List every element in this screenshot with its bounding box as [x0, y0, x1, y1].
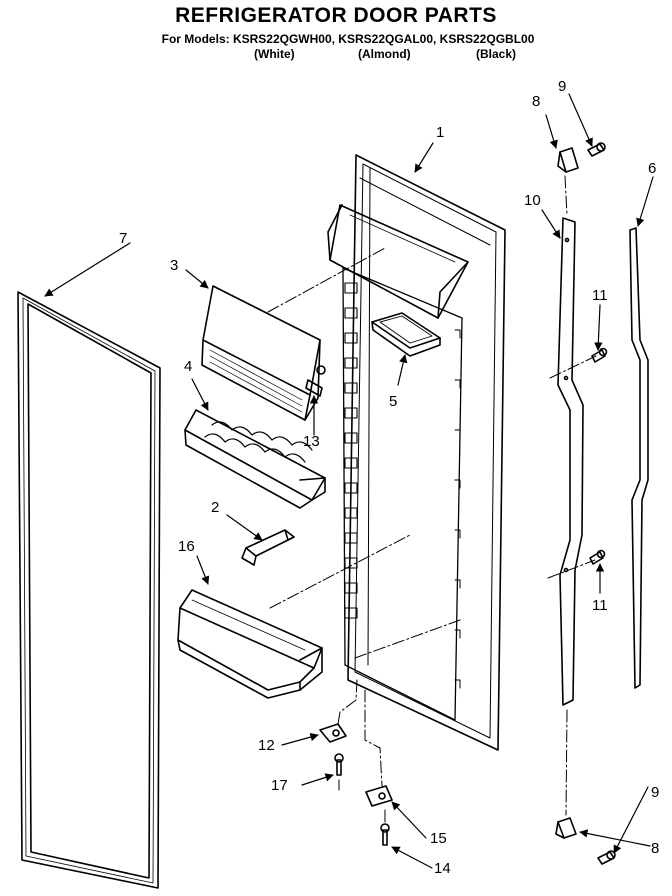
handle-trim-part: [629, 227, 649, 689]
callout-8-bottom: 8: [651, 840, 660, 857]
callout-8-top: 8: [532, 93, 541, 110]
egg-tray-part: [184, 409, 326, 509]
bottom-hinge-bracket-part: [555, 817, 577, 839]
color-white: (White): [254, 47, 295, 61]
callout-3: 3: [170, 257, 179, 274]
bracket-screw-part: [334, 753, 344, 776]
lower-bar-screw-part: [589, 549, 606, 565]
module-clip-part: [305, 379, 323, 397]
door-gasket-part: [17, 291, 161, 889]
callout-9-top: 9: [558, 78, 567, 95]
models-line: For Models: KSRS22QGWH00, KSRS22QGAL00, …: [161, 32, 535, 46]
callout-2: 2: [211, 499, 220, 516]
door-liner-part: [327, 154, 506, 751]
bottom-door-bracket-part: [319, 723, 347, 743]
callout-13: 13: [303, 433, 320, 450]
top-hinge-bracket-part: [557, 147, 579, 173]
callout-4: 4: [184, 358, 193, 375]
callout-6: 6: [648, 160, 657, 177]
bottom-hinge-block-part: [365, 785, 393, 807]
hinge-block-screw-part: [380, 823, 390, 846]
callout-14: 14: [434, 860, 451, 877]
leader-arrows: [44, 93, 654, 869]
callout-12: 12: [258, 737, 275, 754]
callout-11-lower: 11: [592, 597, 608, 614]
alignment-lines: [267, 175, 597, 823]
hinge-bar-part: [557, 217, 584, 706]
callout-1: 1: [436, 124, 445, 141]
small-bin-part: [371, 312, 441, 357]
callout-5: 5: [389, 393, 398, 410]
dispenser-module-part: [201, 285, 326, 421]
color-black: (Black): [476, 47, 517, 61]
retainer-clip-part: [241, 529, 295, 566]
bottom-hinge-screw-part: [597, 850, 616, 865]
callout-17: 17: [271, 777, 288, 794]
top-hinge-screw-part: [587, 142, 606, 157]
upper-bar-screw-part: [591, 347, 608, 363]
callout-16: 16: [178, 538, 195, 555]
door-bin-part: [177, 589, 323, 699]
callout-9-bottom: 9: [651, 784, 660, 801]
callout-10: 10: [524, 192, 541, 209]
callout-15: 15: [430, 830, 447, 847]
page-title: REFRIGERATOR DOOR PARTS: [175, 4, 497, 27]
color-almond: (Almond): [358, 47, 411, 61]
callout-11-upper: 11: [592, 287, 608, 304]
callout-7: 7: [119, 230, 128, 247]
